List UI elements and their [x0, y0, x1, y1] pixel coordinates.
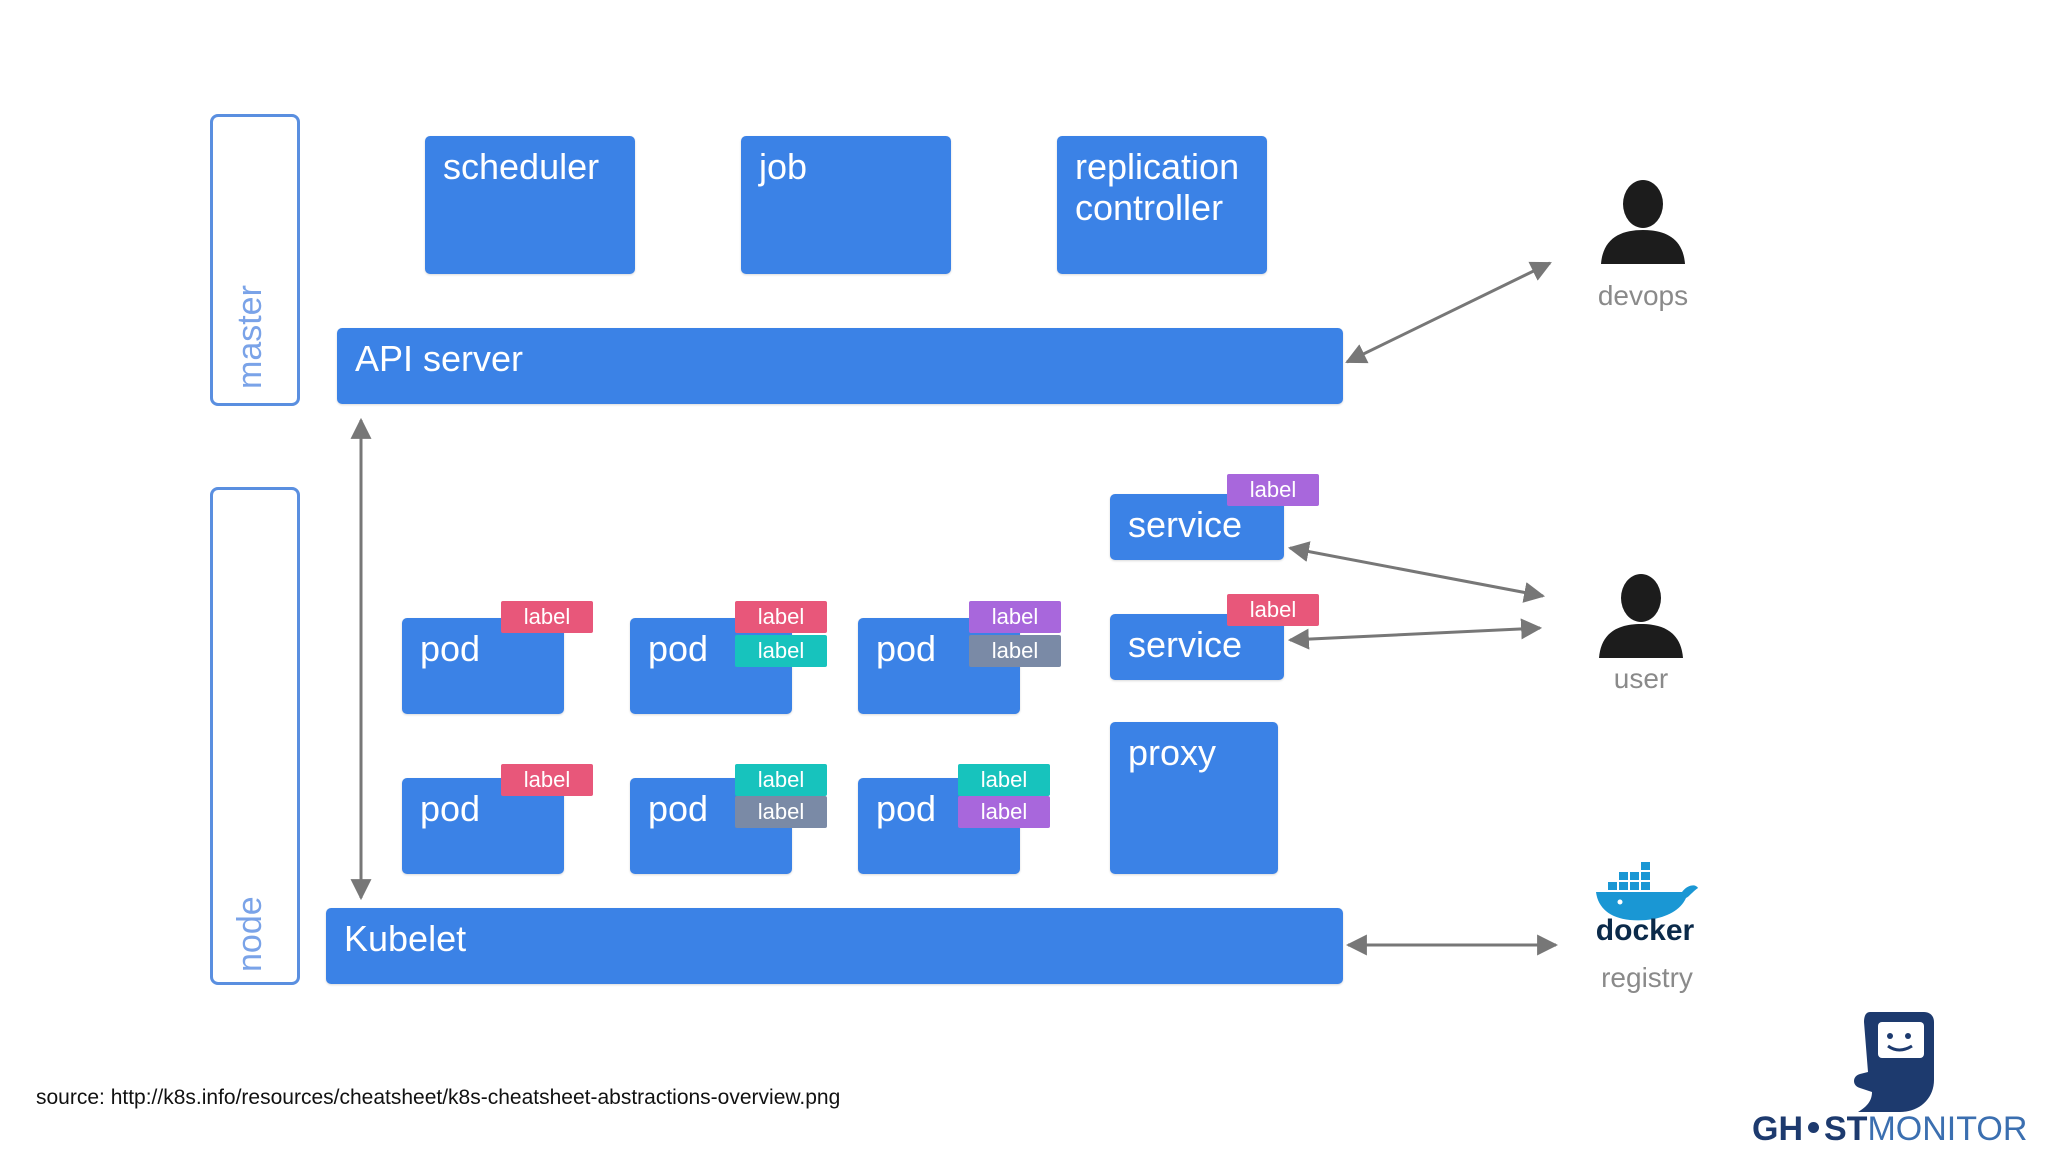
- api-server-box: API server: [337, 328, 1343, 404]
- replication-controller-box: replication controller: [1057, 136, 1267, 274]
- label-tag: label: [958, 764, 1050, 796]
- service-user-arrow-1: [1287, 541, 1546, 603]
- pod-box: pod: [402, 618, 564, 714]
- brand-ghost-text: GH: [1752, 1110, 1803, 1148]
- brand-monitor-text: MONITOR: [1867, 1110, 2028, 1148]
- pod-label: pod: [420, 628, 481, 669]
- job-label: job: [759, 146, 808, 187]
- ghostmonitor-wordmark: GH STMONITOR: [1752, 1110, 2027, 1148]
- brand-dot-icon: [1808, 1122, 1819, 1134]
- kubelet-box: Kubelet: [326, 908, 1343, 984]
- label-tag: label: [501, 764, 593, 796]
- api-devops-arrow: [1345, 261, 1552, 364]
- docker-whale-icon: [1596, 862, 1698, 921]
- pod-label: pod: [648, 788, 709, 829]
- registry-label: registry: [1601, 962, 1693, 993]
- devops-label: devops: [1597, 280, 1689, 311]
- label-tag: label: [735, 764, 827, 796]
- user-label: user: [1613, 663, 1669, 694]
- service-label: service: [1128, 624, 1243, 665]
- ghostmonitor-mascot-icon: [1854, 1012, 1934, 1112]
- label-tag: label: [501, 601, 593, 633]
- node-group: node: [210, 487, 300, 985]
- label-tag: label: [969, 601, 1061, 633]
- scheduler-box: scheduler: [425, 136, 635, 274]
- pod-label: pod: [420, 788, 481, 829]
- person-icon: [1601, 180, 1685, 264]
- label-tag: label: [735, 601, 827, 633]
- job-box: job: [741, 136, 951, 274]
- service-user-arrow-2: [1287, 618, 1543, 650]
- source-citation: source: http://k8s.info/resources/cheats…: [36, 1086, 841, 1109]
- label-tag: label: [735, 796, 827, 828]
- scheduler-label: scheduler: [443, 146, 600, 187]
- pod-box: pod: [630, 618, 792, 714]
- docker-logo-text: docker: [1595, 914, 1695, 947]
- label-tag: label: [958, 796, 1050, 828]
- proxy-label: proxy: [1128, 732, 1217, 773]
- api-server-label: API server: [355, 338, 524, 379]
- pod-label: pod: [648, 628, 709, 669]
- brand-st-text: ST: [1824, 1110, 1868, 1148]
- kubelet-label: Kubelet: [344, 918, 467, 959]
- label-tag: label: [735, 635, 827, 667]
- master-group: master: [210, 114, 300, 406]
- replication-controller-label-line1: replication: [1075, 146, 1240, 187]
- pod-label: pod: [876, 788, 937, 829]
- pod-label: pod: [876, 628, 937, 669]
- label-tag: label: [1227, 474, 1319, 506]
- label-tag: label: [969, 635, 1061, 667]
- person-icon: [1599, 574, 1683, 658]
- proxy-box: proxy: [1110, 722, 1278, 874]
- replication-controller-label-line2: controller: [1075, 187, 1224, 229]
- service-label: service: [1128, 504, 1243, 545]
